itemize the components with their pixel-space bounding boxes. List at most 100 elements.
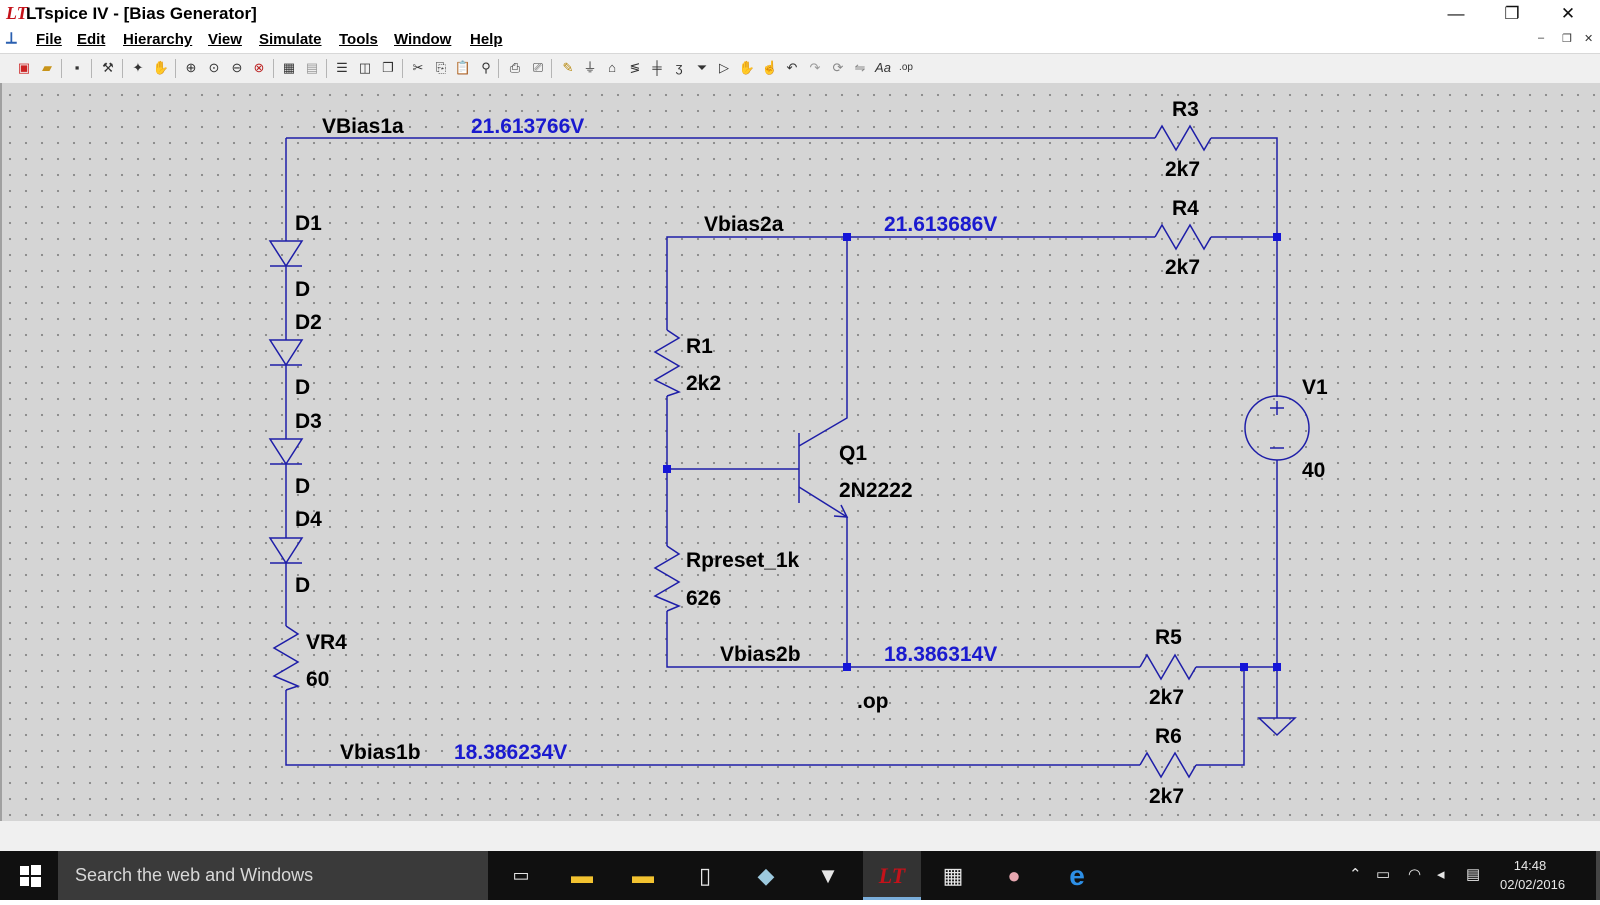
label-r6-value[interactable]: 2k7	[1149, 785, 1184, 808]
net-label-vbias2b[interactable]: Vbias2b	[720, 643, 801, 666]
label-vr4-name[interactable]: VR4	[306, 631, 347, 654]
resistor-icon[interactable]: ≶	[629, 60, 641, 75]
label-d4-value[interactable]: D	[295, 574, 310, 597]
label-d3-name[interactable]: D3	[295, 410, 322, 433]
redo-icon[interactable]: ↷	[809, 60, 821, 75]
menu-view[interactable]: View	[208, 31, 242, 48]
close-button[interactable]: ✕	[1560, 4, 1576, 23]
doc-restore-button[interactable]: ❐	[1562, 33, 1572, 45]
battery-icon[interactable]: ▭	[1376, 866, 1391, 883]
label-r5-value[interactable]: 2k7	[1149, 686, 1184, 709]
net-label-vbias1a[interactable]: VBias1a	[322, 115, 404, 138]
label-r4-value[interactable]: 2k7	[1165, 256, 1200, 279]
doc-minimize-button[interactable]: –	[1538, 32, 1545, 44]
folder-icon[interactable]: ▬	[632, 863, 654, 888]
zoom-back-icon[interactable]: ⊙	[208, 60, 220, 75]
net-label-vbias2a[interactable]: Vbias2a	[704, 213, 784, 236]
spice-directive-op[interactable]: .op	[857, 690, 889, 713]
label-d2-name[interactable]: D2	[295, 311, 322, 334]
task-view-icon[interactable]: ▭	[512, 865, 530, 885]
print-preview-icon[interactable]: ⎚	[532, 60, 544, 75]
label-d1-name[interactable]: D1	[295, 212, 322, 235]
label-r5-name[interactable]: R5	[1155, 626, 1182, 649]
ground-icon[interactable]: ⏚	[583, 60, 597, 75]
label-q1-name[interactable]: Q1	[839, 442, 867, 465]
print-icon[interactable]: ⎙	[509, 60, 521, 75]
label-r1-value[interactable]: 2k2	[686, 372, 721, 395]
menu-hierarchy[interactable]: Hierarchy	[123, 31, 193, 48]
voltage-source-v1[interactable]	[1244, 395, 1310, 461]
label-r3-value[interactable]: 2k7	[1165, 158, 1200, 181]
autoscale-icon[interactable]: ▦	[282, 60, 296, 75]
label-net-icon[interactable]: ⌂	[608, 60, 616, 75]
doc-close-button[interactable]: ✕	[1584, 33, 1594, 45]
label-d3-value[interactable]: D	[295, 475, 310, 498]
save-icon[interactable]: ▪	[74, 60, 80, 75]
menu-simulate[interactable]: Simulate	[259, 31, 322, 48]
label-r4-name[interactable]: R4	[1172, 197, 1199, 220]
menu-edit[interactable]: Edit	[77, 31, 106, 48]
fox-icon[interactable]: ▼	[817, 863, 839, 888]
file-explorer-icon[interactable]: ▬	[571, 863, 593, 888]
schematic-drawing[interactable]: VBias1a Vbias2a Vbias2b Vbias1b 21.61376…	[2, 83, 1600, 821]
paste-icon[interactable]: 📋	[454, 60, 472, 75]
calculator-icon[interactable]: ▦	[942, 863, 964, 888]
show-desktop-button[interactable]	[1596, 851, 1600, 900]
start-button[interactable]	[0, 851, 58, 900]
spice-directive-icon[interactable]: .op	[899, 62, 913, 73]
diode-icon[interactable]: ⏷	[696, 60, 708, 75]
label-rpreset-name[interactable]: Rpreset_1k	[686, 549, 800, 572]
tile-vertical-icon[interactable]: ◫	[358, 60, 372, 75]
wifi-icon[interactable]: ◠	[1408, 866, 1422, 883]
resistor-vr4[interactable]	[272, 625, 301, 691]
rotate-icon[interactable]: ⟳	[832, 60, 844, 75]
app-icon[interactable]: ◆	[757, 863, 775, 888]
document-icon[interactable]: ▯	[698, 863, 712, 888]
diode-d2[interactable]	[268, 339, 304, 367]
diode-d1[interactable]	[268, 240, 304, 268]
system-clock[interactable]: 14:48 02/02/2016	[1500, 856, 1565, 894]
net-label-vbias1b[interactable]: Vbias1b	[340, 741, 421, 764]
cut-icon[interactable]: ✂	[412, 60, 424, 75]
run-icon[interactable]: ✦	[132, 60, 144, 75]
label-r6-name[interactable]: R6	[1155, 725, 1182, 748]
schematic-canvas[interactable]: VBias1a Vbias2a Vbias2b Vbias1b 21.61376…	[0, 83, 1600, 821]
ltspice-icon[interactable]: LT	[863, 851, 921, 900]
zoom-out-icon[interactable]: ⊖	[231, 60, 243, 75]
diode-d3[interactable]	[268, 438, 304, 466]
document-system-menu-icon[interactable]: ⟂	[6, 30, 17, 47]
capacitor-icon[interactable]: ╪	[652, 60, 662, 75]
zoom-fit-icon[interactable]: ⊗	[253, 60, 265, 75]
draw-wire-icon[interactable]: ✎	[562, 60, 574, 75]
control-panel-icon[interactable]: ⚒	[102, 60, 114, 75]
resistor-rpreset[interactable]	[653, 545, 681, 612]
notifications-icon[interactable]: ▤	[1466, 866, 1481, 883]
taskbar-search-input[interactable]: Search the web and Windows	[58, 851, 488, 900]
open-icon[interactable]: ▰	[42, 60, 52, 75]
label-q1-value[interactable]: 2N2222	[839, 479, 913, 502]
menu-help[interactable]: Help	[470, 31, 503, 48]
label-d1-value[interactable]: D	[295, 278, 310, 301]
new-schematic-icon[interactable]: ▣	[17, 60, 31, 75]
menu-window[interactable]: Window	[394, 31, 452, 48]
drag-icon[interactable]: ☝	[761, 60, 779, 75]
label-r3-name[interactable]: R3	[1172, 98, 1199, 121]
ground-symbol[interactable]	[1257, 717, 1297, 737]
minimize-button[interactable]: —	[1447, 4, 1465, 23]
volume-icon[interactable]: ◂	[1437, 866, 1445, 883]
label-d2-value[interactable]: D	[295, 376, 310, 399]
label-v1-value[interactable]: 40	[1302, 459, 1325, 482]
label-r1-name[interactable]: R1	[686, 335, 713, 358]
undo-icon[interactable]: ↶	[786, 60, 798, 75]
menu-file[interactable]: File	[36, 31, 62, 48]
resistor-r3[interactable]	[1154, 124, 1212, 152]
zoom-in-icon[interactable]: ⊕	[185, 60, 197, 75]
halt-icon[interactable]: ✋	[152, 60, 170, 75]
chevron-up-icon[interactable]: ⌃	[1349, 866, 1362, 883]
label-v1-name[interactable]: V1	[1302, 376, 1328, 399]
find-icon[interactable]: ⚲	[481, 60, 491, 75]
diode-d4[interactable]	[268, 537, 304, 565]
edge-icon[interactable]: e	[1069, 860, 1085, 891]
resistor-r5[interactable]	[1139, 653, 1197, 681]
text-icon[interactable]: Aa	[875, 60, 891, 75]
